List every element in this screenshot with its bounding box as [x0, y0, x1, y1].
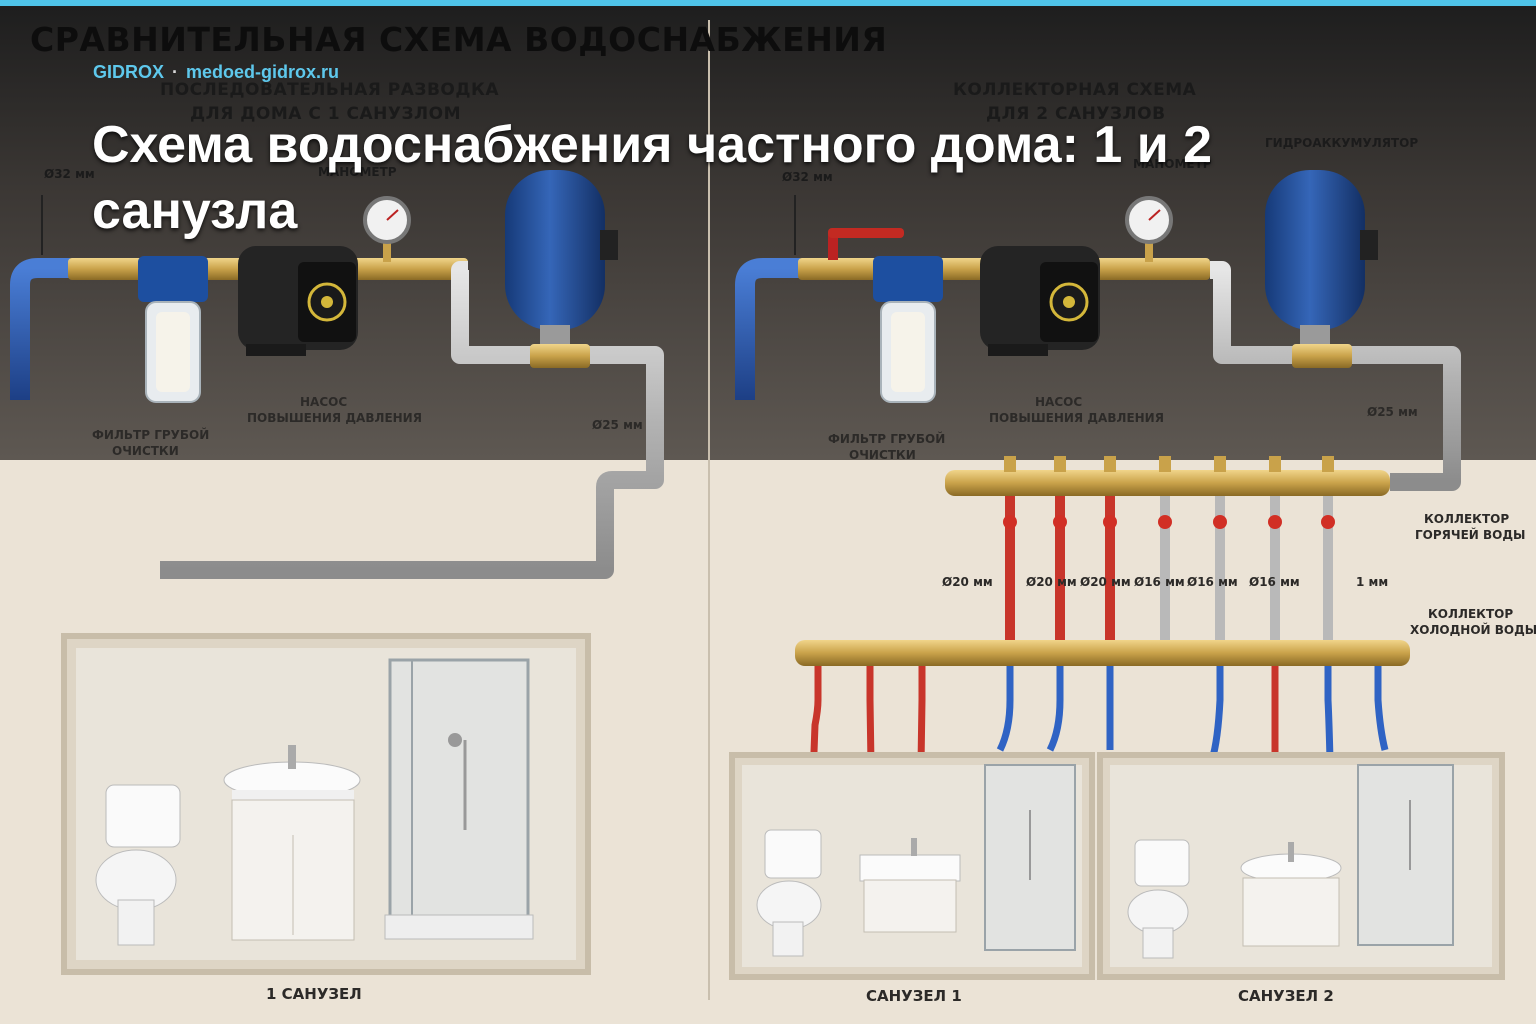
- cold-manifold-line1: КОЛЛЕКТОР: [1428, 607, 1514, 621]
- branch-size-label: Ø20 мм: [942, 575, 993, 589]
- right-bathroom-1: [729, 752, 1095, 980]
- branch-size-label: Ø16 мм: [1187, 575, 1238, 589]
- sink-icon: [223, 745, 361, 941]
- branch-size-label: Ø16 мм: [1134, 575, 1185, 589]
- left-room-label: 1 САНУЗЕЛ: [266, 985, 362, 1003]
- right-gauge-label: МАНОМЕТР: [1133, 157, 1212, 171]
- left-inlet-size: Ø32 мм: [44, 167, 95, 181]
- page-title: Схема водоснабжения частного дома: 1 и 2…: [92, 116, 1213, 240]
- hot-branch: [1321, 456, 1335, 640]
- tee-fitting: [530, 344, 590, 368]
- hot-branch: [1053, 456, 1067, 640]
- right-title-line1: КОЛЛЕКТОРНАЯ СХЕМА: [953, 80, 1197, 100]
- pump-icon: [238, 246, 358, 356]
- hot-manifold-line1: КОЛЛЕКТОР: [1424, 512, 1510, 526]
- left-gauge-label: МАНОМЕТР: [318, 165, 397, 179]
- right-title-line2: ДЛЯ 2 САНУЗЛОВ: [986, 104, 1166, 124]
- brand-domain[interactable]: medoed-gidrox.ru: [186, 62, 340, 82]
- shower-icon: [384, 658, 534, 940]
- diagram-heading: СРАВНИТЕЛЬНАЯ СХЕМА ВОДОСНАБЖЕНИЯ: [30, 20, 888, 59]
- pressure-gauge-icon: [363, 196, 411, 262]
- branch-size-label: Ø20 мм: [1080, 575, 1131, 589]
- hot-branch: [1213, 456, 1227, 640]
- left-title-line1: ПОСЛЕДОВАТЕЛЬНАЯ РАЗВОДКА: [160, 80, 500, 100]
- toilet-icon-room1: [756, 829, 822, 957]
- toilet-icon: [95, 784, 181, 946]
- hot-branches: [1003, 456, 1335, 640]
- right-pump-line1: НАСОС: [1035, 395, 1083, 409]
- right-equipment: [735, 170, 1461, 940]
- left-bathroom: [61, 633, 591, 975]
- hot-branch: [1158, 456, 1172, 640]
- toilet-icon-room2: [1127, 839, 1190, 959]
- cold-manifold-line2: ХОЛОДНОЙ ВОДЫ: [1410, 623, 1536, 637]
- accent-bar: [0, 0, 1536, 6]
- brand-name[interactable]: GIDROX: [93, 62, 165, 82]
- room1-label: САНУЗЕЛ 1: [866, 987, 962, 1005]
- inlet-pipe-right: [735, 258, 800, 400]
- hot-branch: [1103, 456, 1117, 640]
- right-pipe-size: Ø25 мм: [1367, 405, 1418, 419]
- left-filter-line2: ОЧИСТКИ: [112, 444, 179, 458]
- left-pump-line2: ПОВЫШЕНИЯ ДАВЛЕНИЯ: [247, 411, 422, 425]
- left-filter-line1: ФИЛЬТР ГРУБОЙ: [92, 428, 210, 442]
- tee-fitting-right: [1292, 344, 1352, 368]
- left-pipe-size: Ø25 мм: [592, 418, 643, 432]
- shower-icon-room1: [984, 764, 1076, 951]
- branch-size-label: Ø20 мм: [1026, 575, 1077, 589]
- brand-line: GIDROX · medoed-gidrox.ru: [93, 62, 339, 83]
- valve-icon: [828, 228, 904, 260]
- right-filter-line1: ФИЛЬТР ГРУБОЙ: [828, 432, 946, 446]
- branch-size-label: Ø16 мм: [1249, 575, 1300, 589]
- pump-icon-right: [980, 246, 1100, 356]
- accumulator-tank-icon: [505, 170, 618, 345]
- hot-branch: [1268, 456, 1282, 640]
- accumulator-tank-icon-right: [1265, 170, 1378, 345]
- right-pump-line2: ПОВЫШЕНИЯ ДАВЛЕНИЯ: [989, 411, 1164, 425]
- filter-icon: [138, 256, 208, 403]
- room2-label: САНУЗЕЛ 2: [1238, 987, 1334, 1005]
- branch-size-label: 1 мм: [1356, 575, 1389, 589]
- brand-separator: ·: [172, 62, 179, 82]
- left-equipment: [9, 170, 664, 740]
- pressure-gauge-icon-right: [1125, 196, 1173, 262]
- right-filter-line2: ОЧИСТКИ: [849, 448, 916, 462]
- cold-manifold: [795, 640, 1410, 666]
- left-title-line2: ДЛЯ ДОМА С 1 САНУЗЛОМ: [190, 104, 462, 124]
- left-pump-line1: НАСОС: [300, 395, 348, 409]
- right-accumulator-label: ГИДРОАККУМУЛЯТОР: [1265, 136, 1419, 150]
- filter-icon-right: [873, 256, 943, 403]
- inlet-pipe: [9, 258, 70, 400]
- hot-manifold-line2: ГОРЯЧЕЙ ВОДЫ: [1415, 528, 1526, 542]
- right-bathroom-2: [1097, 752, 1505, 980]
- right-inlet-size: Ø32 мм: [782, 170, 833, 184]
- hot-branch: [1003, 456, 1017, 640]
- sink-icon-room1: [859, 838, 961, 933]
- shower-icon-room2: [1357, 764, 1454, 946]
- distribution-pipe: [160, 261, 664, 579]
- hot-manifold: [945, 470, 1390, 496]
- sink-icon-room2: [1240, 842, 1342, 947]
